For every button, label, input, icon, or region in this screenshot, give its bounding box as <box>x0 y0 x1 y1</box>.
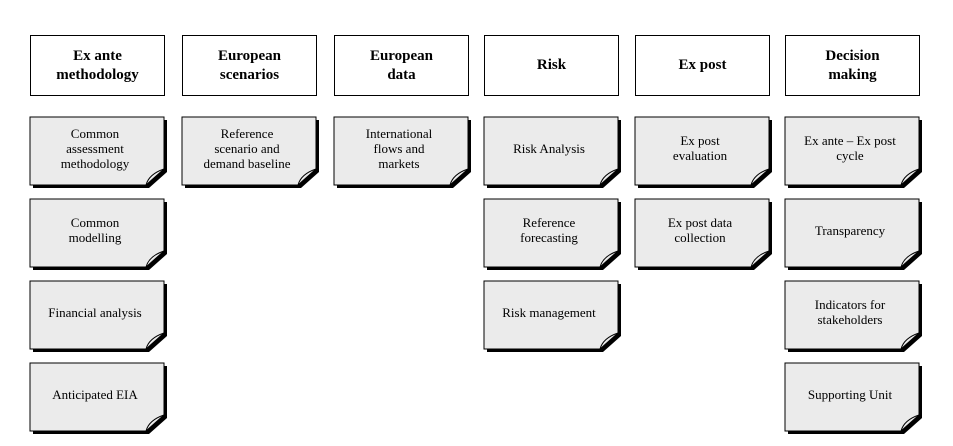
note-label: Financial analysis <box>48 304 142 320</box>
note-body <box>181 116 317 186</box>
note-fold <box>900 414 920 432</box>
note-label: Anticipated EIA <box>52 386 138 402</box>
note-label: Reference scenario and demand baseline <box>203 125 291 171</box>
note-body <box>29 116 165 186</box>
note-common-modelling: Common modelling <box>29 198 167 270</box>
note-risk-management: Risk management <box>483 280 621 352</box>
note-shape <box>483 198 621 270</box>
note-shape <box>784 362 922 434</box>
note-label: Ex post evaluation <box>672 133 728 163</box>
note-indicators-for-stakeholders: Indicators for stakeholders <box>784 280 922 352</box>
note-label: Common assessment methodology <box>60 125 130 171</box>
note-body <box>784 280 920 350</box>
note-fold <box>297 168 317 186</box>
note-fold <box>750 250 770 268</box>
note-fold <box>449 168 469 186</box>
note-label: International flows and markets <box>365 125 433 171</box>
note-supporting-unit: Supporting Unit <box>784 362 922 434</box>
note-financial-analysis: Financial analysis <box>29 280 167 352</box>
column-header: European scenarios <box>182 35 317 96</box>
note-common-assessment-methodology: Common assessment methodology <box>29 116 167 188</box>
note-shape <box>29 198 167 270</box>
note-fold <box>750 168 770 186</box>
note-body <box>634 116 770 186</box>
note-reference-forecasting: Reference forecasting <box>483 198 621 270</box>
note-label: Indicators for stakeholders <box>814 297 886 327</box>
note-body <box>483 116 619 186</box>
note-shape <box>784 116 922 188</box>
note-label: Ex post data collection <box>667 215 733 245</box>
note-body <box>29 280 165 350</box>
note-fold <box>599 250 619 268</box>
note-fold <box>145 414 165 432</box>
column-header: Decision making <box>785 35 920 96</box>
note-label: Reference forecasting <box>520 215 578 245</box>
note-body <box>784 362 920 432</box>
note-anticipated-eia: Anticipated EIA <box>29 362 167 434</box>
note-ex-post-evaluation: Ex post evaluation <box>634 116 772 188</box>
note-fold <box>145 250 165 268</box>
note-label: Ex ante – Ex post cycle <box>804 133 896 163</box>
note-fold <box>900 332 920 350</box>
note-body <box>483 198 619 268</box>
note-fold <box>900 250 920 268</box>
note-shape <box>483 280 621 352</box>
note-label: Risk management <box>502 304 596 320</box>
note-body <box>333 116 469 186</box>
note-body <box>29 198 165 268</box>
note-label: Transparency <box>814 222 886 238</box>
note-label: Supporting Unit <box>807 386 893 402</box>
column-header: Ex post <box>635 35 770 96</box>
column-header: Risk <box>484 35 619 96</box>
note-shape <box>333 116 471 188</box>
note-shape <box>634 198 772 270</box>
column-header: Ex ante methodology <box>30 35 165 96</box>
note-fold <box>145 332 165 350</box>
note-shape <box>181 116 319 188</box>
note-shape <box>784 280 922 352</box>
note-shape <box>483 116 621 188</box>
note-shape <box>634 116 772 188</box>
column-header: European data <box>334 35 469 96</box>
note-body <box>784 116 920 186</box>
note-reference-scenario-and-demand-baseline: Reference scenario and demand baseline <box>181 116 319 188</box>
note-label: Risk Analysis <box>513 140 585 156</box>
note-ex-ante-ex-post-cycle: Ex ante – Ex post cycle <box>784 116 922 188</box>
note-body <box>29 362 165 432</box>
note-fold <box>599 332 619 350</box>
note-shape <box>29 116 167 188</box>
column-ex-post: Ex post Ex post evaluation Ex post data co… <box>634 35 772 270</box>
note-ex-post-data-collection: Ex post data collection <box>634 198 772 270</box>
note-body <box>784 198 920 268</box>
note-shape <box>29 362 167 434</box>
note-risk-analysis: Risk Analysis <box>483 116 621 188</box>
note-body <box>483 280 619 350</box>
note-fold <box>599 168 619 186</box>
note-shape <box>29 280 167 352</box>
note-fold <box>145 168 165 186</box>
note-shape <box>784 198 922 270</box>
note-label: Common modelling <box>68 215 122 245</box>
note-international-flows-and-markets: International flows and markets <box>333 116 471 188</box>
note-body <box>634 198 770 268</box>
note-fold <box>900 168 920 186</box>
note-transparency: Transparency <box>784 198 922 270</box>
